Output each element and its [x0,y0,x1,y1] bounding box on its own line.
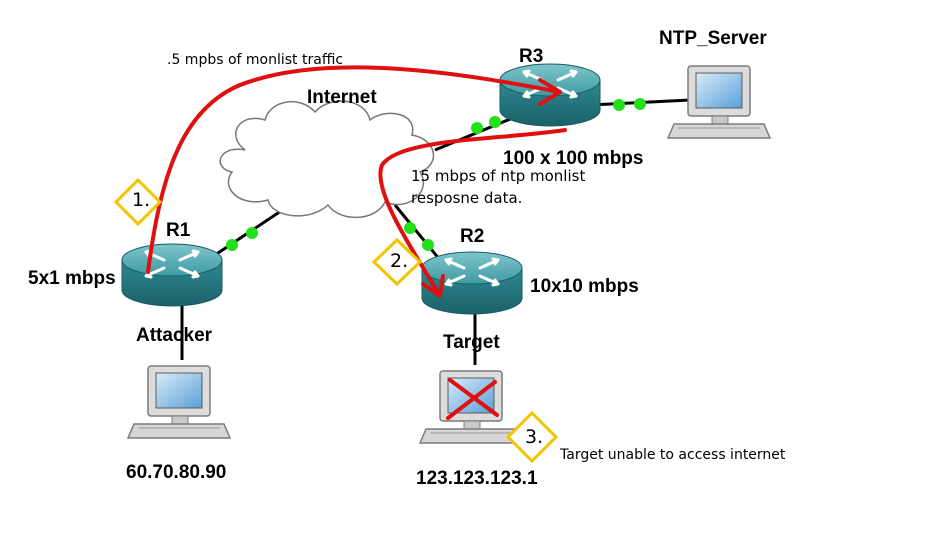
ntp-server-icon [667,65,771,139]
link-dot [634,98,646,110]
link-dot [471,122,483,134]
link-internet-r2 [393,204,442,261]
attack-path-monlist [146,65,562,274]
router-r2-icon [420,250,524,316]
step-marker-2 [371,237,423,287]
target-label: Target [443,332,500,353]
step-1-label: 1. [132,189,151,211]
response-annotation-line2: resposne data. [411,189,523,207]
router-r1-label: R1 [166,220,191,241]
r3-bandwidth-label: 100 x 100 mbps [503,148,644,169]
attacker-ip-label: 60.70.80.90 [126,462,227,483]
attack-path-response [378,128,567,298]
link-dots [226,98,646,251]
link-dot [226,239,238,251]
response-annotation-line1: 15 mbps of ntp monlist [411,167,586,185]
step-3-label: 3. [525,426,544,448]
target-computer-icon [419,370,523,444]
ntp-server-label: NTP_Server [659,28,767,49]
router-r3-label: R3 [519,46,544,67]
link-dot [489,116,501,128]
target-unable-annotation: Target unable to access internet [560,447,786,463]
step-marker-1 [113,177,163,227]
target-ip-label: 123.123.123.1 [416,468,538,489]
link-dot [422,239,434,251]
link-dot [246,227,258,239]
internet-cloud [219,100,435,219]
link-dot [613,99,625,111]
step-2-label: 2. [390,250,409,272]
router-r2-label: R2 [460,226,485,247]
router-r1-icon [120,242,224,308]
r1-bandwidth-label: 5x1 mbps [28,268,116,289]
step-marker-3 [505,410,559,464]
internet-label: Internet [307,87,377,108]
link-dot [404,222,416,234]
target-cross-icon [446,378,499,420]
monlist-traffic-annotation: .5 mpbs of monlist traffic [167,52,344,68]
attacker-label: Attacker [136,325,213,346]
step-markers [113,177,559,464]
r2-bandwidth-label: 10x10 mbps [530,276,639,297]
router-r3-icon [498,62,602,128]
attacker-computer-icon [127,365,231,439]
